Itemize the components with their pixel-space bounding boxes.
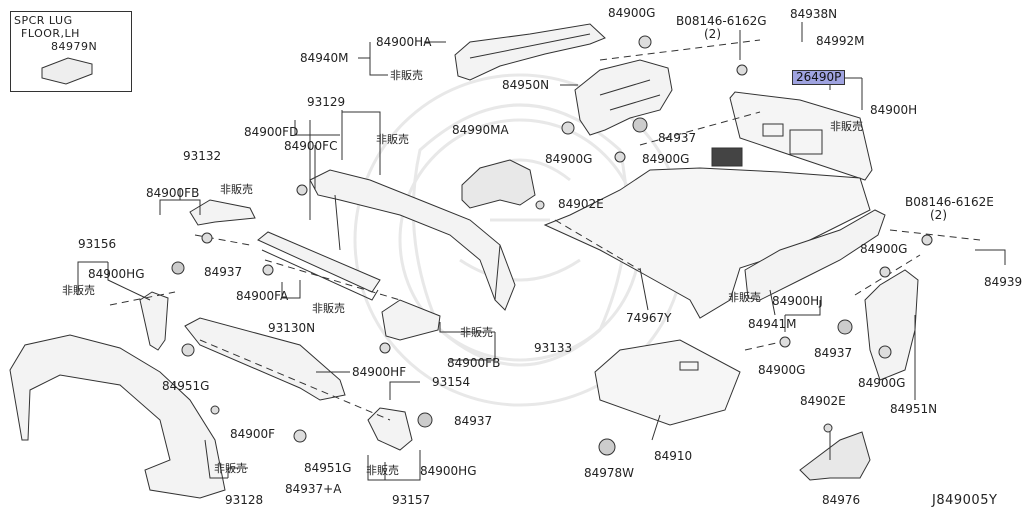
label-84941m: 84941M bbox=[748, 317, 797, 331]
label-08146-6162e: B08146-6162E bbox=[905, 195, 994, 209]
label-84938n: 84938N bbox=[790, 7, 838, 21]
label-84902e: 84902E bbox=[558, 197, 604, 211]
label-84990ma: 84990MA bbox=[452, 123, 509, 137]
label-qty: (2) bbox=[930, 208, 947, 222]
label-84939: 84939 bbox=[984, 275, 1023, 289]
label-84900fd: 84900FD bbox=[244, 125, 299, 139]
label-84937-a: 84937+A bbox=[285, 482, 342, 496]
label-74967y: 74967Y bbox=[626, 311, 672, 325]
part-93154-trim bbox=[184, 317, 346, 401]
label-93130n: 93130N bbox=[268, 321, 316, 335]
label-84937: 84937 bbox=[814, 346, 853, 360]
part-93132-cap bbox=[189, 199, 256, 226]
part-74967y-carpet bbox=[543, 167, 871, 319]
label-not-for-sale: 非販売 bbox=[312, 302, 345, 315]
label-84900fa: 84900FA bbox=[236, 289, 289, 303]
label-84950n: 84950N bbox=[502, 78, 550, 92]
inset-line-1: SPCR LUG bbox=[14, 14, 73, 27]
label-not-for-sale: 非販売 bbox=[376, 133, 409, 146]
label-84900fc: 84900FC bbox=[284, 139, 338, 153]
label-84900hg: 84900HG bbox=[88, 267, 145, 281]
part-84950n-bracket bbox=[574, 59, 673, 136]
label-84900g: 84900G bbox=[545, 152, 593, 166]
part-84940m-trim bbox=[454, 23, 606, 81]
label-84900fb: 84900FB bbox=[447, 356, 501, 370]
label-93132: 93132 bbox=[183, 149, 222, 163]
inset-part-number: 84979N bbox=[51, 40, 98, 53]
label-84900hg: 84900HG bbox=[420, 464, 477, 478]
label-93133: 93133 bbox=[534, 341, 573, 355]
label-84900g: 84900G bbox=[642, 152, 690, 166]
label-08146-6162g: B08146-6162G bbox=[676, 14, 767, 28]
label-84900hj: 84900HJ bbox=[772, 294, 823, 308]
label-84937: 84937 bbox=[658, 131, 697, 145]
label-not-for-sale: 非販売 bbox=[366, 464, 399, 477]
inset-box: SPCR LUG FLOOR,LH 84979N bbox=[10, 11, 132, 92]
label-84900g: 84900G bbox=[858, 376, 906, 390]
label-93129: 93129 bbox=[307, 95, 346, 109]
label-93154: 93154 bbox=[432, 375, 471, 389]
label-not-for-sale: 非販売 bbox=[460, 326, 493, 339]
label-84937: 84937 bbox=[204, 265, 243, 279]
label-84900hf: 84900HF bbox=[352, 365, 407, 379]
part-84941m-trim bbox=[744, 209, 886, 301]
label-84900g: 84900G bbox=[860, 242, 908, 256]
label-84951n: 84951N bbox=[890, 402, 938, 416]
part-84951n-finisher bbox=[864, 269, 919, 381]
label-not-for-sale: 非販売 bbox=[220, 183, 253, 196]
label-not-for-sale: 非販売 bbox=[830, 120, 863, 133]
label-84900f: 84900F bbox=[230, 427, 276, 441]
label-93157: 93157 bbox=[392, 493, 431, 507]
label-84951g: 84951G bbox=[162, 379, 210, 393]
label-not-for-sale: 非販売 bbox=[62, 284, 95, 297]
part-84976-duct bbox=[799, 431, 871, 481]
label-84900g: 84900G bbox=[608, 6, 656, 20]
label-84900g: 84900G bbox=[758, 363, 806, 377]
label-84900fb: 84900FB bbox=[146, 186, 200, 200]
label-qty: (2) bbox=[704, 27, 721, 41]
part-84990ma-bracket bbox=[461, 159, 536, 209]
label-93156: 93156 bbox=[78, 237, 117, 251]
label-not-for-sale: 非販売 bbox=[390, 69, 423, 82]
label-93128: 93128 bbox=[225, 493, 264, 507]
label-84951g: 84951G bbox=[304, 461, 352, 475]
label-26490p-highlighted[interactable]: 26490P bbox=[792, 70, 846, 85]
diagram-reference-id: J849005Y bbox=[932, 493, 998, 508]
part-93133-cap bbox=[381, 299, 441, 341]
label-84940m: 84940M bbox=[300, 51, 349, 65]
part-84979n-spacer bbox=[41, 57, 93, 85]
label-84900ha: 84900HA bbox=[376, 35, 432, 49]
label-84978w: 84978W bbox=[584, 466, 635, 480]
part-84992m-panel bbox=[729, 91, 873, 181]
part-84910-board bbox=[594, 339, 741, 426]
label-84937: 84937 bbox=[454, 414, 493, 428]
part-93128-wheelhouse bbox=[9, 334, 226, 499]
label-84900h: 84900H bbox=[870, 103, 918, 117]
part-93156-bracket bbox=[139, 291, 169, 351]
part-93130n-rail bbox=[257, 231, 381, 293]
label-84976: 84976 bbox=[822, 493, 861, 507]
label-84992m: 84992M bbox=[816, 34, 865, 48]
label-not-for-sale: 非販売 bbox=[728, 291, 761, 304]
part-26490p-lamp bbox=[711, 147, 743, 167]
part-93157-bracket bbox=[367, 407, 413, 451]
inset-line-2: FLOOR,LH bbox=[21, 27, 80, 40]
part-93129-finisher bbox=[309, 169, 516, 311]
label-not-for-sale: 非販売 bbox=[214, 462, 247, 475]
label-84910: 84910 bbox=[654, 449, 693, 463]
label-84902e: 84902E bbox=[800, 394, 846, 408]
